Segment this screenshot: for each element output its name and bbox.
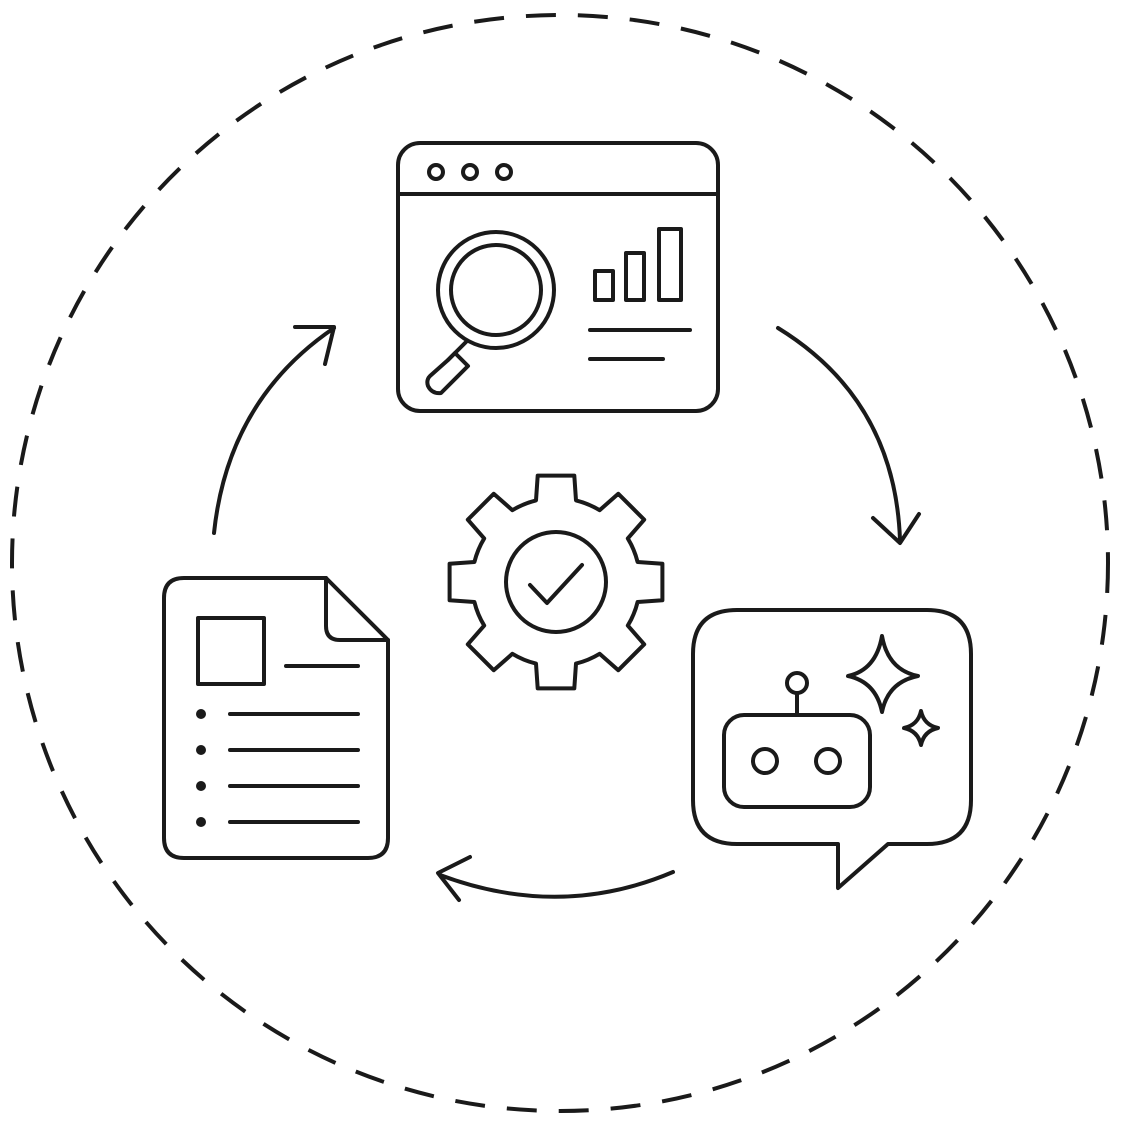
- gear-outline: [447, 473, 665, 691]
- arrowhead-icon: [436, 855, 472, 902]
- bar-chart-icon: [593, 227, 683, 302]
- document-page-icon: [162, 576, 390, 860]
- arrow-document-to-browser: [212, 325, 336, 535]
- robot-chat-bubble-icon: [691, 608, 973, 890]
- arrowhead-icon: [871, 512, 921, 545]
- dashed-boundary-circle: [10, 13, 1110, 1113]
- browser-analytics-icon: [396, 141, 720, 413]
- browser-window-dots-icon: [427, 163, 513, 181]
- document-list-icon: [162, 576, 390, 860]
- arrowhead-icon: [293, 325, 336, 366]
- checkmark-icon: [528, 563, 584, 605]
- sparkle-large-icon: [846, 634, 920, 714]
- magnifier-icon: [425, 230, 556, 396]
- robot-head-icon: [722, 671, 872, 809]
- document-fold-corner: [324, 576, 390, 642]
- curved-arrow-icon: [212, 326, 336, 535]
- sparkle-small-icon: [902, 709, 940, 747]
- speech-bubble-icon: [691, 608, 973, 890]
- arrow-browser-to-robot: [776, 326, 921, 545]
- curved-arrow-icon: [776, 326, 902, 542]
- gear-check-icon: [447, 473, 665, 691]
- gear-inner-circle: [504, 530, 608, 634]
- arrow-robot-to-document: [436, 855, 675, 902]
- image-placeholder-icon: [196, 616, 266, 686]
- browser-window-frame: [396, 141, 720, 413]
- bullet-list-icon: [196, 709, 360, 827]
- curved-arrow-icon: [438, 870, 675, 899]
